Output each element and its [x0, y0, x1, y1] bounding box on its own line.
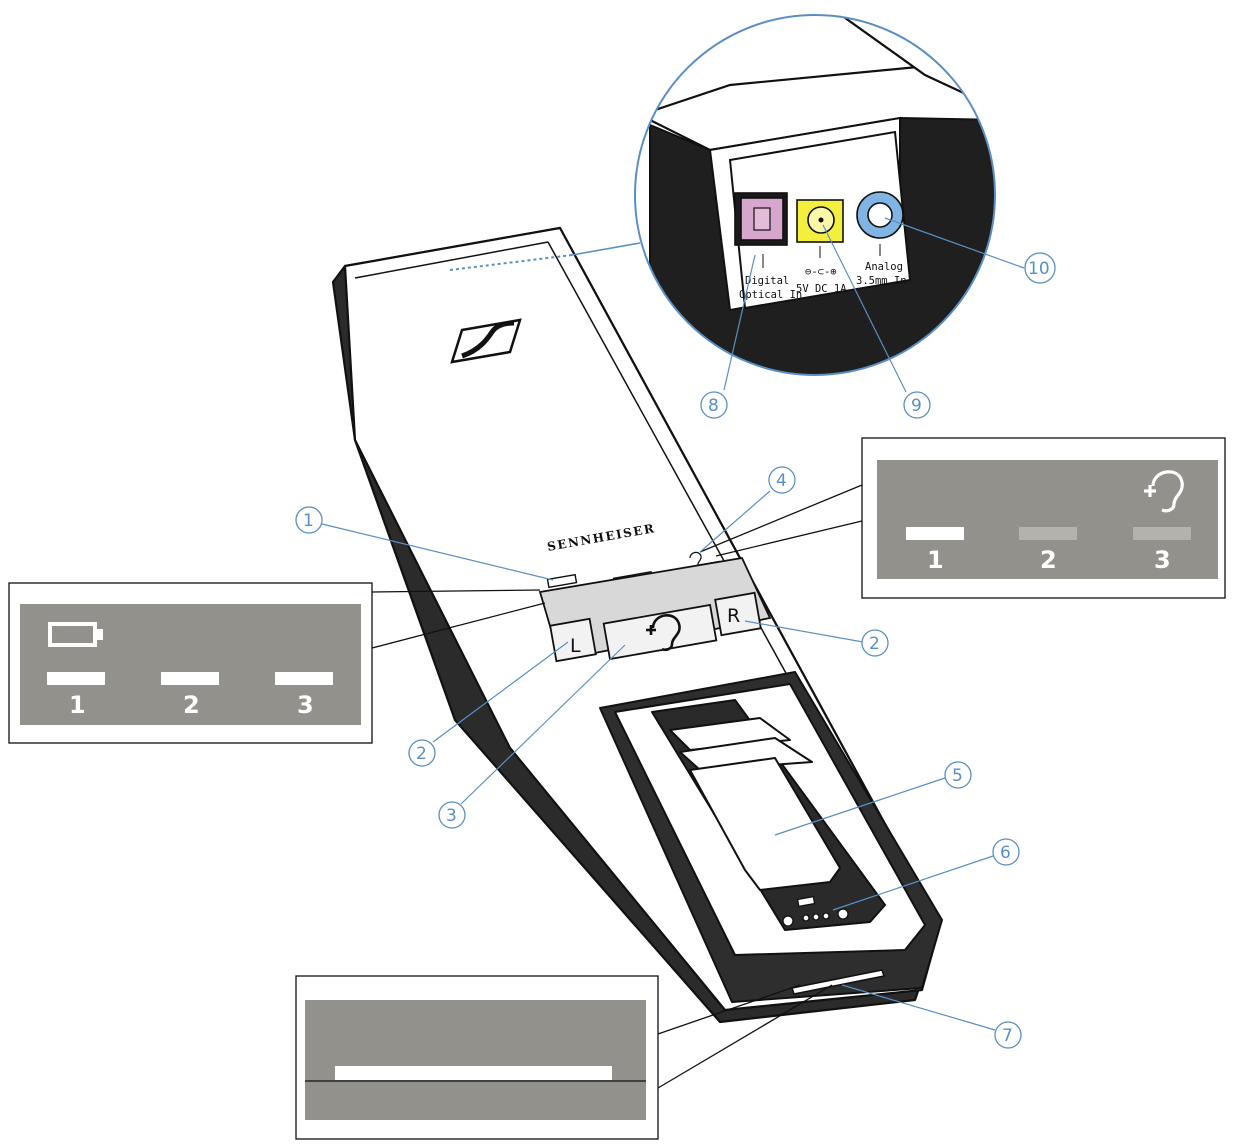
led-slot-1 [546, 573, 578, 589]
callout-2-right: 2 [869, 634, 880, 654]
charging-cradle [599, 671, 943, 1003]
callout-1: 1 [303, 511, 314, 531]
program-status-panel: 1 2 3 [699, 437, 1226, 599]
program-num-1: 1 [927, 546, 944, 574]
optical-label-line2: Optical In [739, 289, 802, 301]
ir-window [449, 254, 573, 271]
program-num-2: 2 [1040, 546, 1057, 574]
battery-bar-1 [47, 672, 105, 685]
callout-8: 8 [708, 396, 719, 416]
callout-6: 6 [1000, 843, 1011, 863]
left-key[interactable] [549, 617, 597, 663]
program-num-3: 3 [1154, 546, 1171, 574]
callout-10: 10 [1028, 259, 1050, 279]
callout-3: 3 [446, 806, 457, 826]
sennheiser-logo [450, 318, 522, 364]
program-bar-3 [1133, 527, 1191, 540]
ear-icon [646, 614, 681, 652]
callout-5: 5 [952, 766, 963, 786]
right-key[interactable] [714, 591, 762, 637]
port-detail-zoom: Digital Optical In ⊖-⊂-⊕ 5V DC 1A Analog… [571, 14, 996, 376]
key-row [538, 556, 772, 663]
analog-label-line2: 3.5mm In [856, 275, 907, 287]
battery-num-1: 1 [69, 691, 86, 719]
callout-9: 9 [911, 396, 922, 416]
optical-label-line1: Digital [745, 275, 789, 287]
battery-num-3: 3 [297, 691, 314, 719]
cradle-tray-2 [679, 737, 813, 771]
front-led-bar [791, 969, 885, 995]
battery-status-panel: 1 2 3 [8, 582, 546, 744]
battery-icon [48, 622, 103, 647]
battery-bar-2 [161, 672, 219, 685]
callout-7: 7 [1002, 1026, 1013, 1046]
callout-2-left: 2 [416, 744, 427, 764]
charge-bar [335, 1066, 612, 1080]
power-label: 5V DC 1A [796, 283, 847, 295]
receiver-slot [689, 757, 841, 891]
callout-4: 4 [776, 471, 787, 491]
right-key-label: R [727, 605, 740, 627]
left-key-label: L [570, 635, 581, 657]
callout-lines [321, 217, 1025, 1031]
analog-label-line1: Analog [865, 261, 903, 273]
callout-circles [295, 252, 1056, 1049]
charging-contacts [782, 895, 849, 927]
program-ear-icon [1144, 470, 1184, 513]
battery-num-2: 2 [183, 691, 200, 719]
program-bar-1 [906, 527, 964, 540]
battery-bar-3 [275, 672, 333, 685]
charge-status-panel [295, 975, 833, 1140]
program-bar-2 [1019, 527, 1077, 540]
power-symbol: ⊖-⊂-⊕ [805, 266, 837, 278]
